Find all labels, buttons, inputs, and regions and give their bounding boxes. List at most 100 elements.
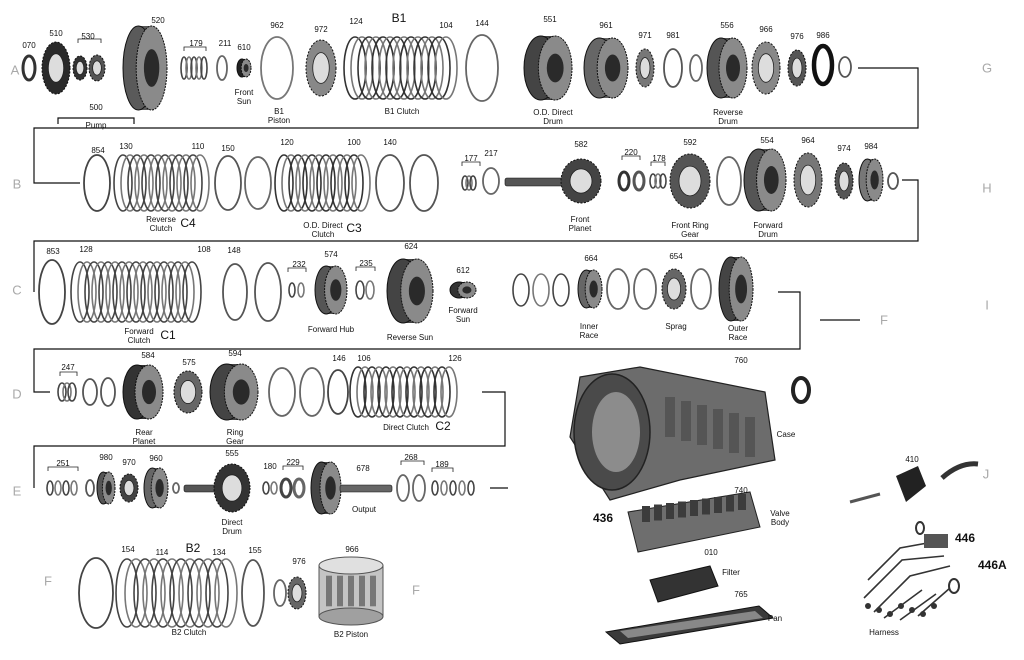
valve-spool [678, 501, 686, 518]
ring-outline [142, 558, 166, 628]
ring-outline [364, 36, 388, 100]
gear-hub [291, 583, 303, 603]
part-rings [115, 558, 238, 628]
part-ring [78, 557, 114, 629]
ring-outline [512, 273, 530, 307]
part-caption: Direct Clutch [383, 423, 429, 432]
part-number: 592 [683, 138, 697, 147]
part-number: 853 [46, 247, 60, 256]
part-ring [838, 56, 852, 78]
part-number: 155 [248, 546, 262, 555]
part-gear [41, 41, 71, 95]
ring-outline [371, 36, 395, 100]
part-gear [793, 152, 823, 208]
ring-outline [183, 154, 203, 212]
ring-outline [396, 474, 410, 502]
part-number: 584 [141, 351, 155, 360]
ring-outline [273, 579, 287, 607]
ring-outline [659, 173, 667, 189]
piston-window [337, 575, 343, 607]
part-number: 124 [349, 17, 363, 26]
case-rib [681, 401, 691, 441]
row-letter: F [412, 582, 420, 598]
washer-body [21, 54, 37, 82]
part-number: 972 [314, 25, 328, 34]
ring-outline [398, 366, 416, 418]
ring-outline [350, 36, 374, 100]
ring-outline [124, 558, 148, 628]
gear-hub [179, 380, 197, 404]
ring-outline [105, 261, 125, 323]
assembly-case [569, 366, 776, 501]
harness-ring [948, 578, 960, 594]
part-number: 104 [439, 21, 453, 30]
assembly-valve-body [627, 491, 761, 553]
part-gear [305, 39, 337, 97]
ring-outline [169, 558, 193, 628]
part-washer [292, 477, 306, 499]
ring-outline [330, 154, 350, 212]
ring-outline [375, 154, 405, 212]
part-group-bracket [461, 161, 481, 166]
harness-wire [899, 593, 937, 621]
drum-bore [726, 54, 740, 82]
ring-outline [606, 268, 630, 310]
piston-window [348, 575, 354, 607]
part-drum [449, 281, 477, 299]
part-number: 211 [218, 39, 232, 48]
part-number: 966 [759, 25, 773, 34]
connector-line [33, 67, 919, 184]
ring-outline [316, 154, 336, 212]
part-ring [38, 259, 66, 325]
part-number: 108 [197, 245, 211, 254]
row-letter: I [985, 297, 989, 313]
sensor-cable [940, 461, 979, 480]
ring-outline [295, 154, 315, 212]
part-ring [222, 263, 248, 321]
ring-outline [54, 480, 62, 496]
ring-outline [431, 480, 439, 496]
valve-spool [642, 506, 650, 522]
part-group-bracket [621, 155, 641, 160]
row-letter: B [12, 176, 22, 192]
part-ring [606, 268, 630, 310]
washer-body [292, 477, 306, 499]
ring-outline [176, 154, 196, 212]
part-number: 177 [464, 154, 478, 163]
part-number: 854 [91, 146, 105, 155]
part-drum [314, 265, 348, 315]
ring-outline [377, 366, 395, 418]
part-number: 178 [652, 154, 666, 163]
ring-outline [363, 366, 381, 418]
washer-body [617, 170, 631, 192]
ring-outline [178, 558, 202, 628]
part-gear [635, 48, 655, 88]
part-number: 235 [359, 259, 373, 268]
ring-outline [262, 481, 270, 495]
part-gear [88, 54, 106, 82]
ring-outline [427, 36, 451, 100]
part-caption: Forward Hub [307, 325, 355, 334]
part-number: 268 [404, 453, 418, 462]
ring-outline [205, 558, 229, 628]
ring-outline [216, 55, 228, 81]
ring-outline [412, 366, 430, 418]
gear-hub [838, 170, 850, 192]
part-ring [82, 378, 98, 406]
part-gear [287, 576, 307, 610]
ring-outline [190, 154, 210, 212]
part-number: 100 [347, 138, 361, 147]
ring-outline [299, 367, 325, 417]
part-number: 247 [61, 363, 75, 372]
part-number: 070 [22, 41, 36, 50]
part-group-bracket [287, 267, 307, 272]
ring-outline [214, 155, 242, 211]
harness-terminal [909, 607, 915, 613]
